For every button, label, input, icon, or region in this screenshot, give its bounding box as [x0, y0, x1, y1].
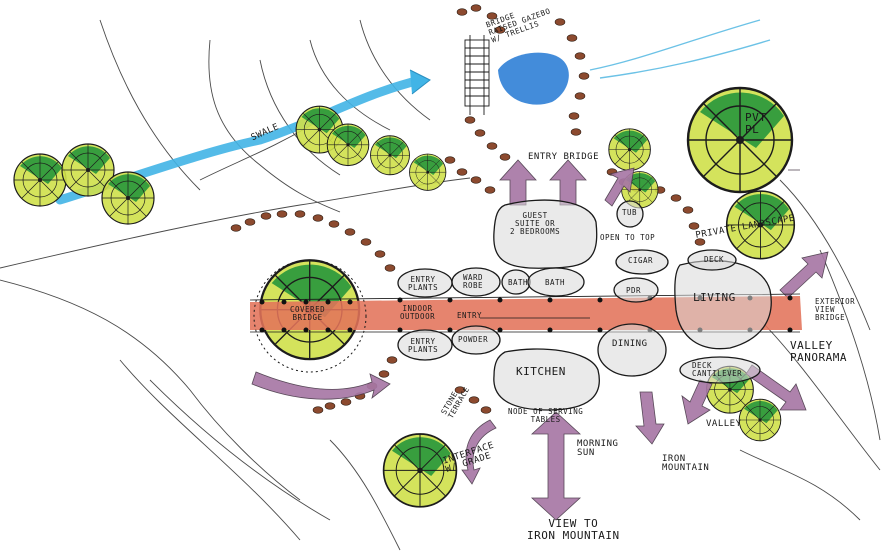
valley-panorama-label: VALLEY PANORAMA — [790, 339, 847, 364]
pvt-pl-label: PVT PL — [745, 111, 767, 136]
dining-label: DINING — [612, 339, 648, 349]
cigar-label: CIGAR — [628, 256, 654, 265]
pond-outflow — [589, 19, 771, 79]
valley-label: VALLEY — [706, 419, 742, 429]
guest-suite-label: GUEST SUITE OR 2 BEDROOMS — [510, 211, 561, 236]
powder-label: POWDER — [458, 335, 489, 344]
terrain-contours — [0, 19, 881, 551]
raised-gazebo-bridge — [464, 35, 490, 115]
entry-plants-label: ENTRY PLANTS — [408, 275, 439, 292]
view-arrows — [251, 159, 829, 521]
tub-label: TUB — [622, 208, 638, 217]
entry-bridge-label: ENTRY BRIDGE — [528, 152, 600, 162]
entry-plants-2-label: ENTRY PLANTS — [408, 337, 439, 354]
wardrobe-label: WARD ROBE — [463, 273, 484, 290]
entry-label: ENTRY — [457, 311, 483, 320]
morning-sun-label: MORNING SUN — [577, 439, 619, 459]
bath-label: BATH — [508, 278, 529, 287]
pond — [498, 52, 569, 105]
covered-bridge-ring — [253, 259, 367, 373]
circulation-band — [249, 293, 802, 333]
open-to-top-label: OPEN TO TOP — [600, 233, 656, 242]
deck-label: DECK — [704, 255, 725, 264]
living-label: LIVING — [693, 291, 736, 304]
kitchen-label: KITCHEN — [516, 365, 566, 378]
pdr-label: PDR — [626, 286, 642, 295]
room-bubbles — [397, 199, 772, 411]
node-of-serving-label: NODE OF SERVING TABLES — [508, 407, 584, 424]
covered-bridge-label: COVERED BRIDGE — [290, 305, 326, 322]
view-to-iron-mountain-label: VIEW TO IRON MOUNTAIN — [527, 517, 620, 542]
deck-cantilever-label: DECK CANTILEVER — [692, 361, 743, 378]
indoor-outdoor-label: INDOOR OUTDOOR — [400, 304, 436, 321]
iron-mountain-label: IRON MOUNTAIN — [662, 454, 710, 474]
bath-label-2: BATH — [545, 278, 566, 287]
exterior-view-bridge-label: EXTERIOR VIEW BRIDGE — [815, 297, 856, 322]
